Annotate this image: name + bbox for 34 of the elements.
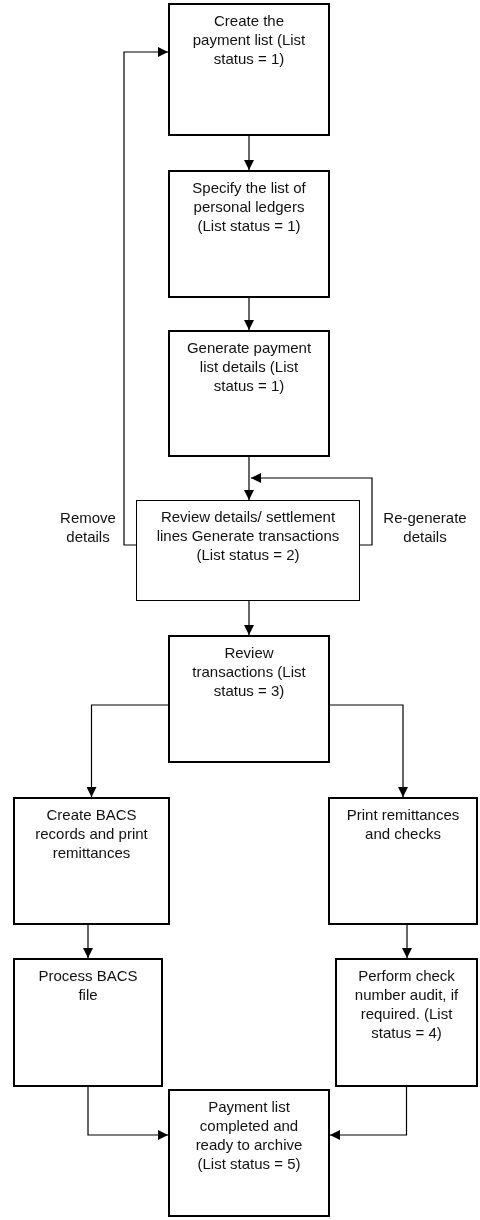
- arrow: [402, 924, 412, 959]
- arrow: [244, 297, 254, 331]
- process-box: [13, 797, 170, 925]
- process-box: [136, 500, 360, 601]
- arrow: [329, 1086, 408, 1140]
- step-text: Process BACS file: [37, 966, 139, 1004]
- step-text: Review details/ settlement lines Generate transactions (List status = 2): [155, 507, 341, 564]
- arrow: [86, 704, 169, 798]
- process-box: [328, 797, 478, 925]
- step-text: Create BACS records and print remittances: [34, 805, 149, 862]
- arrow: [87, 1086, 169, 1140]
- process-box: [168, 170, 330, 298]
- arrow: [244, 135, 254, 171]
- step-text: Print remittances and checks: [345, 805, 461, 843]
- process-box: [13, 958, 163, 1087]
- process-box: [168, 330, 330, 457]
- edge-label: Remove details: [59, 508, 117, 546]
- process-box: [168, 1089, 330, 1217]
- step-text: Generate payment list details (List status = 1): [185, 338, 313, 395]
- arrow: [244, 456, 254, 501]
- arrow: [250, 473, 373, 546]
- arrow: [123, 47, 169, 546]
- step-text: Payment list completed and ready to archive (List status = 5): [194, 1097, 304, 1173]
- step-text: Perform check number audit, if required. (List status = 4): [353, 966, 460, 1042]
- arrow: [244, 600, 254, 636]
- edge-label: Re-generate details: [382, 508, 468, 546]
- arrow: [329, 704, 408, 798]
- process-box: [168, 3, 330, 136]
- step-text: Review transactions (List status = 3): [191, 643, 307, 700]
- process-box: [335, 958, 478, 1087]
- process-box: [168, 635, 330, 763]
- arrow: [83, 924, 93, 959]
- step-text: Specify the list of personal ledgers (List status = 1): [191, 178, 307, 235]
- step-text: Create the payment list (List status = 1): [191, 11, 307, 68]
